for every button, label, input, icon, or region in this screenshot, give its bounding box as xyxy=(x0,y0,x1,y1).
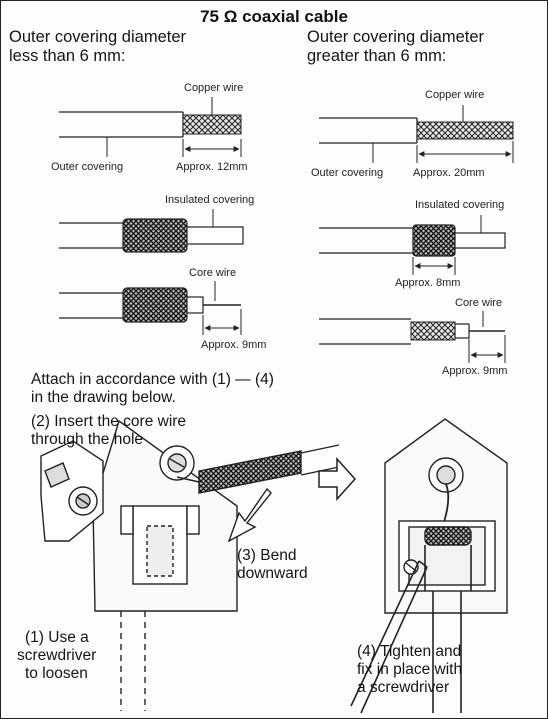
left-cable-1 xyxy=(59,97,242,157)
left-insulated-covering-label: Insulated covering xyxy=(165,194,255,206)
bend-arrow xyxy=(227,487,272,543)
step3-line1: (3) Bend xyxy=(237,547,297,564)
right-cable-1 xyxy=(319,105,514,163)
left-heading-line2: less than 6 mm: xyxy=(9,47,126,65)
left-heading-line1: Outer covering diameter xyxy=(9,28,186,46)
page-title: 75 Ω coaxial cable xyxy=(200,7,348,26)
right-outer-covering-label: Outer covering xyxy=(311,167,384,179)
step2-line1: (2) Insert the core wire xyxy=(31,413,187,430)
step4-line1: (4) Tighten and xyxy=(357,643,462,660)
right-approx-insulated-label: Approx. 8mm xyxy=(395,277,461,289)
step1-line3: to loosen xyxy=(25,665,88,682)
step4-line3: a screwdriver xyxy=(357,679,450,696)
terminal-assembly-right xyxy=(350,418,508,714)
right-cable-2 xyxy=(319,215,506,275)
left-copper-wire-label: Copper wire xyxy=(184,82,244,94)
right-core-wire-label: Core wire xyxy=(455,297,503,309)
right-copper-wire-label: Copper wire xyxy=(425,89,485,101)
left-cable-2 xyxy=(59,209,244,253)
next-step-arrow xyxy=(318,457,357,501)
left-cable-3 xyxy=(59,281,242,335)
left-approx-copper-label: Approx. 12mm xyxy=(176,161,248,173)
left-approx-core-label: Approx. 9mm xyxy=(201,339,267,351)
right-cable-3 xyxy=(319,311,506,363)
step2-line2: through the hole xyxy=(31,431,144,448)
step1-line2: screwdriver xyxy=(17,647,97,664)
right-approx-core-label: Approx. 9mm xyxy=(442,365,508,377)
left-outer-covering-label: Outer covering xyxy=(51,161,124,173)
step4-line2: fix in place with xyxy=(357,661,463,678)
left-core-wire-label: Core wire xyxy=(189,267,237,279)
attach-instruction-line1: Attach in accordance with (1) — (4) xyxy=(31,371,274,388)
right-insulated-covering-label: Insulated covering xyxy=(415,199,505,211)
step1-line1: (1) Use a xyxy=(25,629,89,646)
right-heading-line1: Outer covering diameter xyxy=(307,28,484,46)
attach-instruction-line2: in the drawing below. xyxy=(31,389,176,406)
step3-line2: downward xyxy=(237,565,308,582)
right-heading-line2: greater than 6 mm: xyxy=(307,47,447,65)
terminal-assembly-left xyxy=(40,419,340,711)
right-approx-copper-label: Approx. 20mm xyxy=(413,167,485,179)
